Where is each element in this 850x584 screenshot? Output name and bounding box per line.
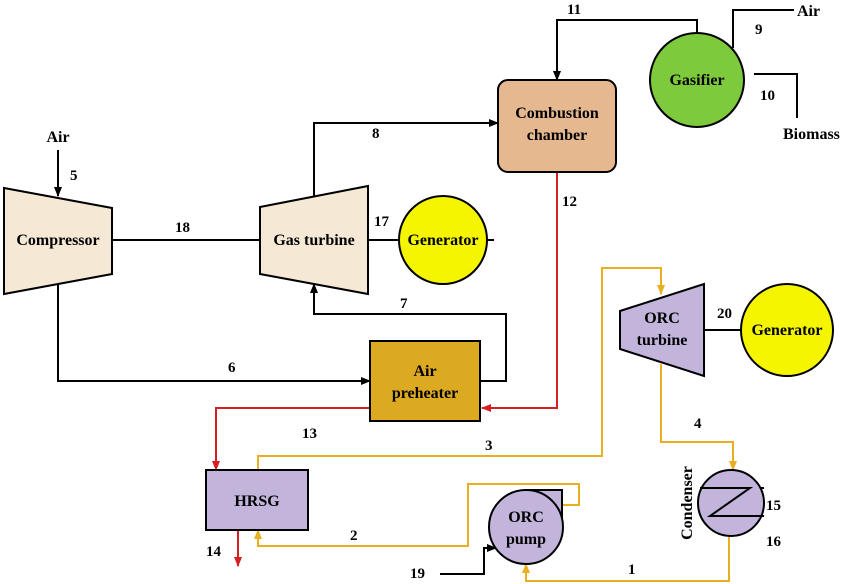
stream-label-6: 6 [228, 360, 236, 376]
stream-label-9: 9 [755, 22, 763, 38]
biomass-input: Biomass [783, 126, 840, 143]
stream-label-8: 8 [372, 126, 380, 142]
stream-label-3: 3 [485, 438, 493, 454]
compressor [3, 186, 113, 296]
stream-label-10: 10 [760, 88, 775, 104]
condenser-label: Condenser [679, 466, 696, 540]
gasifier-label: Gasifier [669, 72, 724, 89]
stream-label-13: 13 [302, 426, 317, 442]
air-input-gasifier: Air [797, 3, 820, 20]
stream-label-16: 16 [766, 534, 782, 550]
generator-gt-label: Generator [407, 232, 478, 249]
orc-pump [488, 489, 564, 565]
stream-3-line [257, 267, 665, 470]
gas-turbine-label: Gas turbine [273, 232, 354, 249]
generator-orc-label: Generator [751, 322, 822, 339]
stream-12-line [481, 172, 558, 412]
air-preheater-label-2: preheater [392, 385, 458, 402]
stream-label-12: 12 [562, 194, 577, 210]
stream-label-20: 20 [717, 306, 732, 322]
stream-2-line [254, 483, 580, 547]
stream-19-line [440, 544, 497, 575]
stream-13-line [212, 407, 370, 471]
stream-label-17: 17 [374, 214, 390, 230]
condenser [697, 469, 765, 537]
combustion-chamber [497, 79, 617, 173]
orc-pump-label-1: ORC [508, 509, 544, 526]
stream-label-7: 7 [400, 296, 408, 312]
stream-label-5: 5 [70, 168, 78, 184]
condenser-coil-icon [700, 487, 764, 517]
stream-label-1: 1 [628, 562, 636, 578]
air-preheater-label-1: Air [413, 363, 436, 380]
stream-label-14: 14 [206, 544, 222, 560]
stream-label-18: 18 [175, 220, 190, 236]
stream-4-line [660, 364, 737, 471]
stream-label-2: 2 [350, 528, 358, 544]
orc-turbine-label-1: ORC [644, 310, 680, 327]
hrsg [205, 469, 309, 531]
combustion-chamber-label-2: chamber [527, 127, 587, 144]
stream-10-line [754, 73, 798, 118]
stream-label-4: 4 [694, 416, 702, 432]
air-preheater [369, 340, 481, 422]
hrsg-label: HRSG [234, 493, 280, 510]
gasifier [649, 32, 745, 128]
orc-turbine-label-2: turbine [637, 332, 688, 349]
stream-7-line [310, 283, 507, 382]
stream-label-15: 15 [766, 498, 781, 514]
stream-6-line [57, 284, 371, 385]
orc-turbine [619, 282, 705, 378]
stream-8-line [313, 119, 499, 198]
gas-turbine [259, 184, 369, 296]
stream-label-19: 19 [410, 566, 425, 582]
stream-9-line [732, 9, 794, 48]
orc-pump-label-2: pump [506, 531, 546, 548]
compressor-label: Compressor [16, 232, 99, 249]
combustion-chamber-label-1: Combustion [515, 105, 599, 122]
stream-1-line [522, 536, 730, 582]
generator-orc [740, 283, 834, 377]
generator-gt [398, 195, 488, 285]
air-input-compressor: Air [46, 129, 69, 146]
stream-label-11: 11 [567, 2, 581, 18]
